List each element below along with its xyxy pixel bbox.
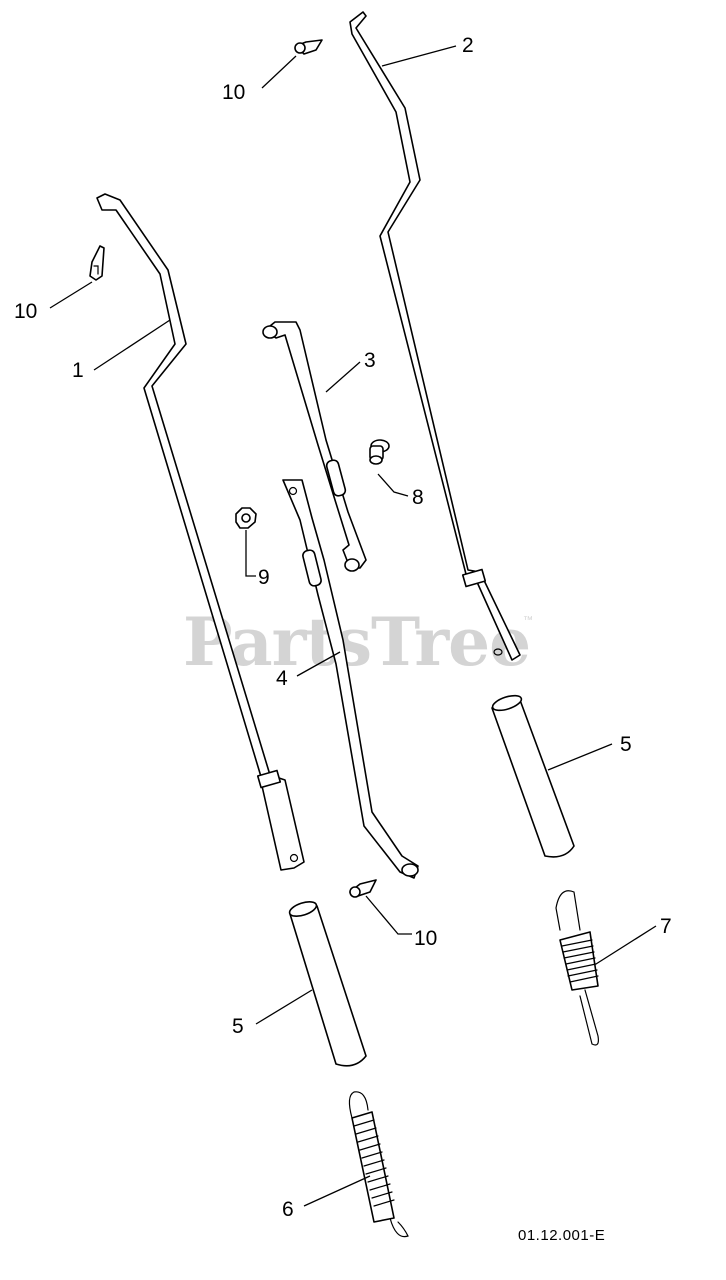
callout-6: 6 bbox=[282, 1198, 294, 1221]
leader-6 bbox=[303, 1175, 371, 1207]
callout-1: 1 bbox=[72, 359, 84, 382]
callout-10-top: 10 bbox=[222, 81, 245, 104]
leader-5-right bbox=[547, 743, 613, 771]
callout-9: 9 bbox=[258, 566, 270, 589]
leader-8 bbox=[377, 473, 409, 497]
part-4-link bbox=[282, 479, 419, 879]
watermark-text: PartsTree bbox=[183, 603, 530, 681]
part-6-spring bbox=[348, 1091, 409, 1238]
part-8-bolt bbox=[369, 439, 390, 465]
part-1-control-rod bbox=[96, 193, 305, 871]
part-10-clip-left bbox=[89, 245, 105, 281]
leader-9 bbox=[245, 530, 256, 577]
part-9-nut bbox=[235, 507, 257, 529]
callout-7: 7 bbox=[660, 915, 672, 938]
leader-lines bbox=[49, 45, 657, 1207]
leader-1 bbox=[93, 319, 171, 371]
leader-7 bbox=[595, 925, 657, 965]
callout-5-left: 5 bbox=[232, 1015, 244, 1038]
callout-5-right: 5 bbox=[620, 733, 632, 756]
watermark-trademark: ™ bbox=[523, 615, 533, 626]
part-5-grip-right bbox=[491, 694, 575, 858]
callout-8: 8 bbox=[412, 486, 424, 509]
part-5-grip-left bbox=[288, 901, 367, 1067]
callout-10-left: 10 bbox=[14, 300, 37, 323]
leader-5-left bbox=[255, 989, 313, 1025]
part-2-control-rod bbox=[349, 11, 521, 661]
figure-code: 01.12.001-E bbox=[518, 1227, 605, 1244]
leader-10-bottom bbox=[365, 895, 412, 935]
part-10-clip-top bbox=[294, 39, 323, 55]
part-10-clip-bottom bbox=[349, 879, 377, 898]
callout-3: 3 bbox=[364, 349, 376, 372]
callout-4: 4 bbox=[276, 667, 288, 690]
leader-10-left bbox=[49, 281, 93, 309]
leader-3 bbox=[325, 361, 361, 393]
leader-2 bbox=[381, 45, 457, 67]
leader-4 bbox=[296, 651, 341, 677]
part-7-spring bbox=[555, 890, 599, 1046]
callout-2: 2 bbox=[462, 34, 474, 57]
callout-10-bottom: 10 bbox=[414, 927, 437, 950]
leader-10-top bbox=[261, 55, 297, 89]
part-3-link bbox=[262, 321, 367, 572]
